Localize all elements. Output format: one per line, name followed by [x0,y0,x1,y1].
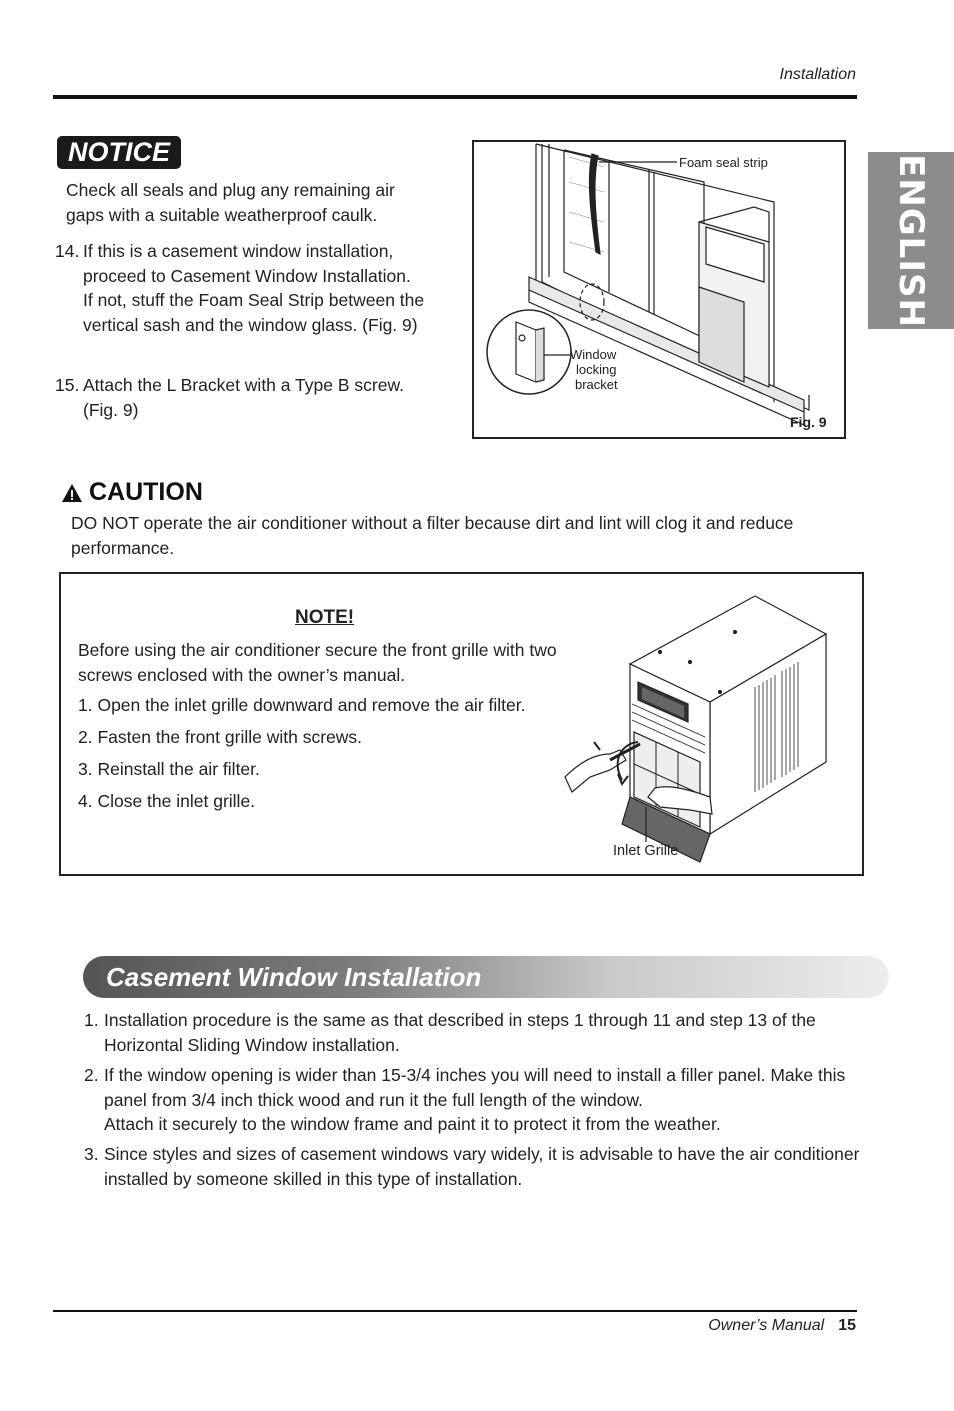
air-conditioner-illustration [564,595,828,863]
note-title: NOTE! [295,607,355,628]
note-step: 3. Reinstall the air filter. [78,759,260,779]
casement-step-2: 2. If the window opening is wider than 1… [84,1063,904,1137]
page-footer: Owner’s Manual 15 [0,1317,856,1335]
warning-icon [62,483,82,502]
manual-label: Owner’s Manual [708,1317,825,1334]
note-step: 2. Fasten the front grille with screws. [78,727,362,747]
caution-text: DO NOT operate the air conditioner witho… [71,511,793,560]
step-line: If not, stuff the Foam Seal Strip betwee… [83,290,425,310]
caution-line: DO NOT operate the air conditioner witho… [71,513,794,533]
language-tab-label: ENGLISH [891,153,931,328]
note-step: 4. Close the inlet grille. [78,791,256,811]
step-line: installed by someone skilled in this typ… [104,1168,523,1189]
notice-badge: NOTICE [57,136,181,169]
notice-text: Check all seals and plug any remaining a… [66,178,395,227]
note-intro: Before using the air conditioner secure … [78,638,557,687]
section-banner: Casement Window Installation [83,956,889,998]
step-number: 15. [55,375,80,395]
step-line: panel from 3/4 inch thick wood and run i… [104,1089,643,1110]
step-line: Horizontal Sliding Window installation. [104,1034,400,1055]
section-header: Installation [779,66,857,83]
step-14: 14. If this is a casement window install… [55,239,455,337]
inlet-grille-label: Inlet Grille [613,843,679,859]
casement-step-1: 1. Installation procedure is the same as… [84,1008,904,1057]
notice-text-line: gaps with a suitable weatherproof caulk. [66,204,378,225]
footer-rule [53,1310,857,1312]
figure-caption: Fig. 9 [790,414,827,430]
language-tab: ENGLISH [868,152,954,329]
notice-badge-label: NOTICE [67,137,170,167]
bracket-label: locking [576,362,616,377]
step-number: 3. [84,1144,99,1164]
section-title: Casement Window Installation [106,962,482,992]
step-line: (Fig. 9) [83,399,139,420]
casement-step-3: 3. Since styles and sizes of casement wi… [84,1142,904,1191]
step-line: Attach it securely to the window frame a… [104,1114,721,1134]
note-line: screws enclosed with the owner’s manual. [78,664,406,685]
note-line: Before using the air conditioner secure … [78,640,557,660]
step-line: Since styles and sizes of casement windo… [104,1144,860,1164]
step-number: 2. [84,1065,99,1085]
window-installation-illustration: Foam seal strip Window locking bracket F… [486,143,827,430]
caution-title: CAUTION [89,478,203,506]
figure-9: Foam seal strip Window locking bracket F… [472,140,846,439]
step-number: 14. [55,241,80,261]
bracket-label: Window [570,347,617,362]
page-number: 15 [838,1317,856,1334]
step-line: If the window opening is wider than 15-3… [104,1065,846,1085]
step-line: vertical sash and the window glass. (Fig… [83,314,418,335]
foam-seal-label: Foam seal strip [679,155,768,170]
caution-line: performance. [71,537,175,558]
note-step: 1. Open the inlet grille downward and re… [78,695,526,715]
step-line: Attach the L Bracket with a Type B screw… [83,375,404,395]
caution-heading: CAUTION [61,478,203,507]
step-line: proceed to Casement Window Installation. [83,265,411,286]
step-15: 15. Attach the L Bracket with a Type B s… [55,373,455,422]
header-rule [53,95,857,99]
notice-text-line: Check all seals and plug any remaining a… [66,180,395,200]
note-box [59,572,864,876]
bracket-label: bracket [575,377,618,392]
step-number: 1. [84,1010,99,1030]
step-line: If this is a casement window installatio… [83,241,394,261]
step-line: Installation procedure is the same as th… [104,1010,816,1030]
